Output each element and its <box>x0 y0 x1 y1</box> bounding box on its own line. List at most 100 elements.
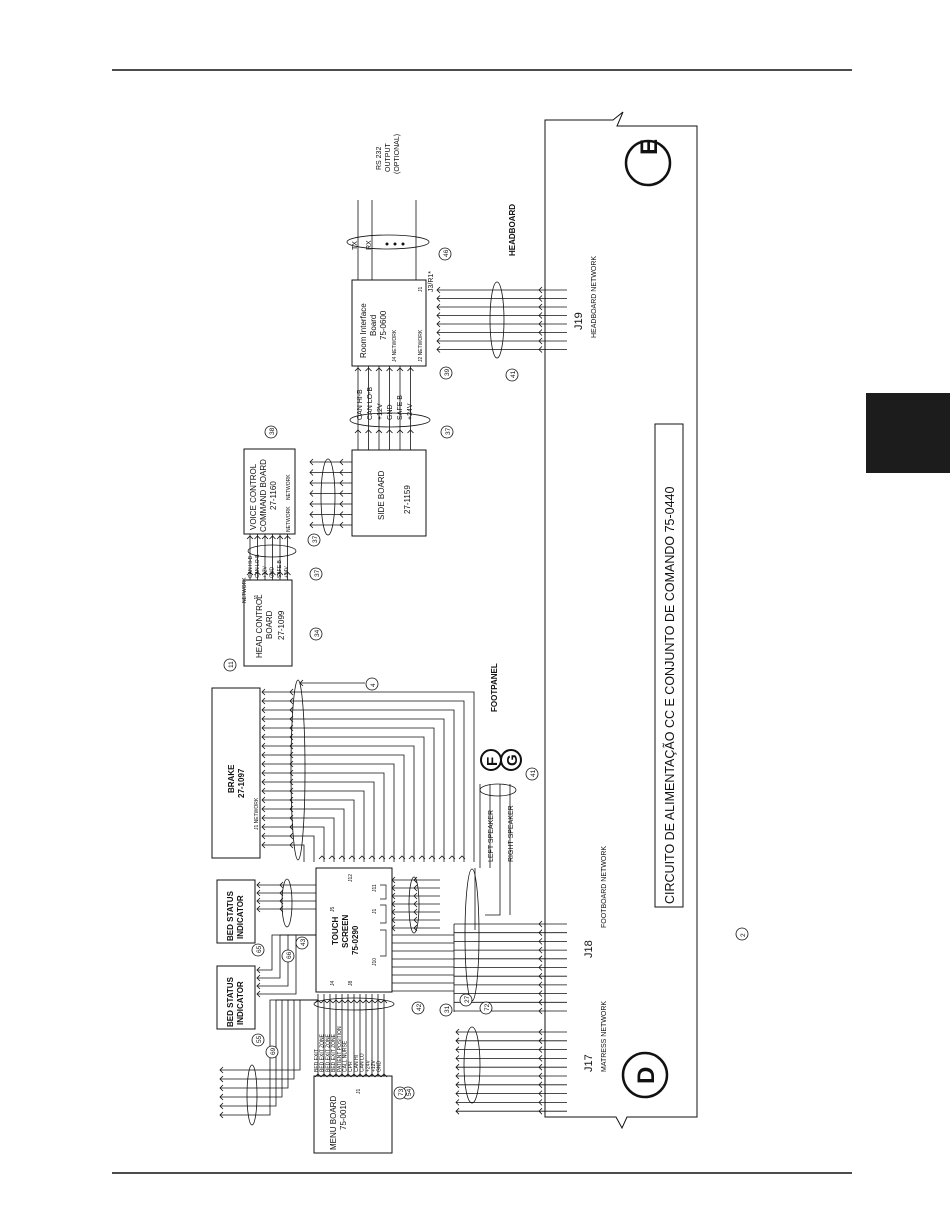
callout-bubble: 41 <box>525 767 539 781</box>
bed-status-2-line1: BED STATUS <box>226 976 235 1027</box>
can-signal-label: CAN LO-B <box>367 387 374 420</box>
callout-number: 66 <box>286 951 293 959</box>
connector-chevron <box>344 999 352 1004</box>
connector-chevron <box>448 855 456 860</box>
callout-bubble: 73 <box>393 1086 407 1100</box>
voice-signal-label: +24V <box>284 566 290 578</box>
connector-chevron <box>538 1090 543 1097</box>
brake-net: J1 NETWORK <box>254 797 260 830</box>
connector-chevron <box>246 571 254 576</box>
voice-control-net1: NETWORK <box>286 474 292 500</box>
connector-chevron <box>354 367 362 372</box>
connector-chevron <box>256 982 261 990</box>
connector-chevron <box>261 787 266 795</box>
connector-chevron <box>396 429 404 434</box>
room-interface-j1: J1 <box>418 287 424 293</box>
connector-chevron <box>289 706 294 714</box>
connector-chevron <box>538 295 543 302</box>
connector-chevron <box>413 876 418 884</box>
room-interface-net2: J2 NETWORK <box>418 329 424 362</box>
touch-screen-line1: TOUCH <box>331 916 340 945</box>
connector-chevron <box>309 521 314 529</box>
connector-chevron <box>538 1055 543 1062</box>
connector-chevron <box>289 697 294 705</box>
touch-screen-j8: J8 <box>348 981 354 987</box>
callout-bubble: 65 <box>251 943 265 957</box>
callout-bubble: 66 <box>281 949 295 963</box>
connector-chevron <box>219 1066 224 1074</box>
connector-chevron <box>299 679 304 687</box>
j17-wires <box>455 1026 567 1115</box>
side-board <box>351 449 427 537</box>
connector-chevron <box>391 900 396 908</box>
room-interface-line3: 75-0600 <box>379 310 388 340</box>
touch-screen-line2: SCREEN <box>341 914 350 948</box>
connector-chevron <box>386 367 393 372</box>
connector-chevron <box>413 916 418 924</box>
speaker-wires <box>479 783 517 916</box>
callout-number: 11 <box>228 661 235 668</box>
connector-chevron <box>365 367 372 372</box>
connector-chevron <box>368 999 376 1004</box>
connector-chevron <box>219 1075 224 1083</box>
connector-chevron <box>256 897 261 905</box>
side-board-line1: SIDE BOARD <box>377 470 386 520</box>
menu-signal-label: PATIENT POSITION <box>337 1026 343 1072</box>
svg-text:F: F <box>484 757 501 766</box>
connector-chevron <box>538 972 543 980</box>
callout-number: 54 <box>406 1088 413 1096</box>
callout-number: 4 <box>370 683 377 687</box>
connector-chevron <box>538 1081 543 1089</box>
rs232-wires <box>346 200 430 280</box>
head-control-net: NETWORK <box>242 577 248 603</box>
connector-chevron <box>339 521 344 529</box>
connector-chevron <box>320 1073 328 1078</box>
connector-chevron <box>413 900 418 908</box>
connector-chevron <box>269 535 276 540</box>
connector-chevron <box>339 458 344 466</box>
j19-net-label: HEADBOARD NETWORK <box>591 256 598 338</box>
connector-chevron <box>374 999 382 1004</box>
menu-signal-label: CAN HI <box>354 1055 360 1072</box>
connector-chevron <box>350 999 358 1004</box>
connector-chevron <box>428 855 436 860</box>
connector-chevron <box>436 346 441 353</box>
connector-chevron <box>538 964 543 971</box>
callout-number: 69 <box>270 1047 277 1055</box>
connector-chevron <box>338 999 346 1004</box>
connector-chevron <box>289 823 294 831</box>
connector-chevron <box>289 760 294 768</box>
connector-chevron <box>396 367 404 372</box>
right-speaker-label: RIGHT SPEAKER <box>508 805 515 862</box>
brake-line2: 27-1097 <box>237 768 246 798</box>
voice-control-board <box>243 448 296 535</box>
connector-chevron <box>356 999 364 1004</box>
brake-wires <box>261 679 475 862</box>
voice-control-line1: VOICE CONTROL <box>249 463 258 530</box>
headboard-label: HEADBOARD <box>508 204 517 256</box>
connector-chevron <box>219 1084 224 1092</box>
connector-chevron <box>408 855 416 860</box>
can-wires <box>349 366 431 450</box>
connector-chevron <box>219 1111 224 1119</box>
connector-chevron <box>538 1107 543 1115</box>
connector-chevron <box>436 320 441 328</box>
callout-bubble: 46 <box>438 247 452 261</box>
bed-status-2-line2: INDICATOR <box>236 981 245 1025</box>
connector-chevron <box>538 981 543 989</box>
menu-board-line2: 75-0010 <box>339 1100 348 1130</box>
connector-chevron <box>362 1073 370 1078</box>
connector-chevron <box>289 796 294 804</box>
section-tab <box>866 393 950 473</box>
connector-chevron <box>326 1073 334 1078</box>
connector-chevron <box>455 1046 460 1053</box>
connector-chevron <box>289 769 294 777</box>
connector-chevron <box>279 881 284 889</box>
menu-wires <box>219 994 395 1126</box>
bed-status-indicator-1 <box>216 879 256 944</box>
callout-bubble: 72 <box>479 1001 493 1015</box>
menu-signal-label: CAN LO <box>360 1053 366 1072</box>
connector-chevron <box>254 535 261 540</box>
